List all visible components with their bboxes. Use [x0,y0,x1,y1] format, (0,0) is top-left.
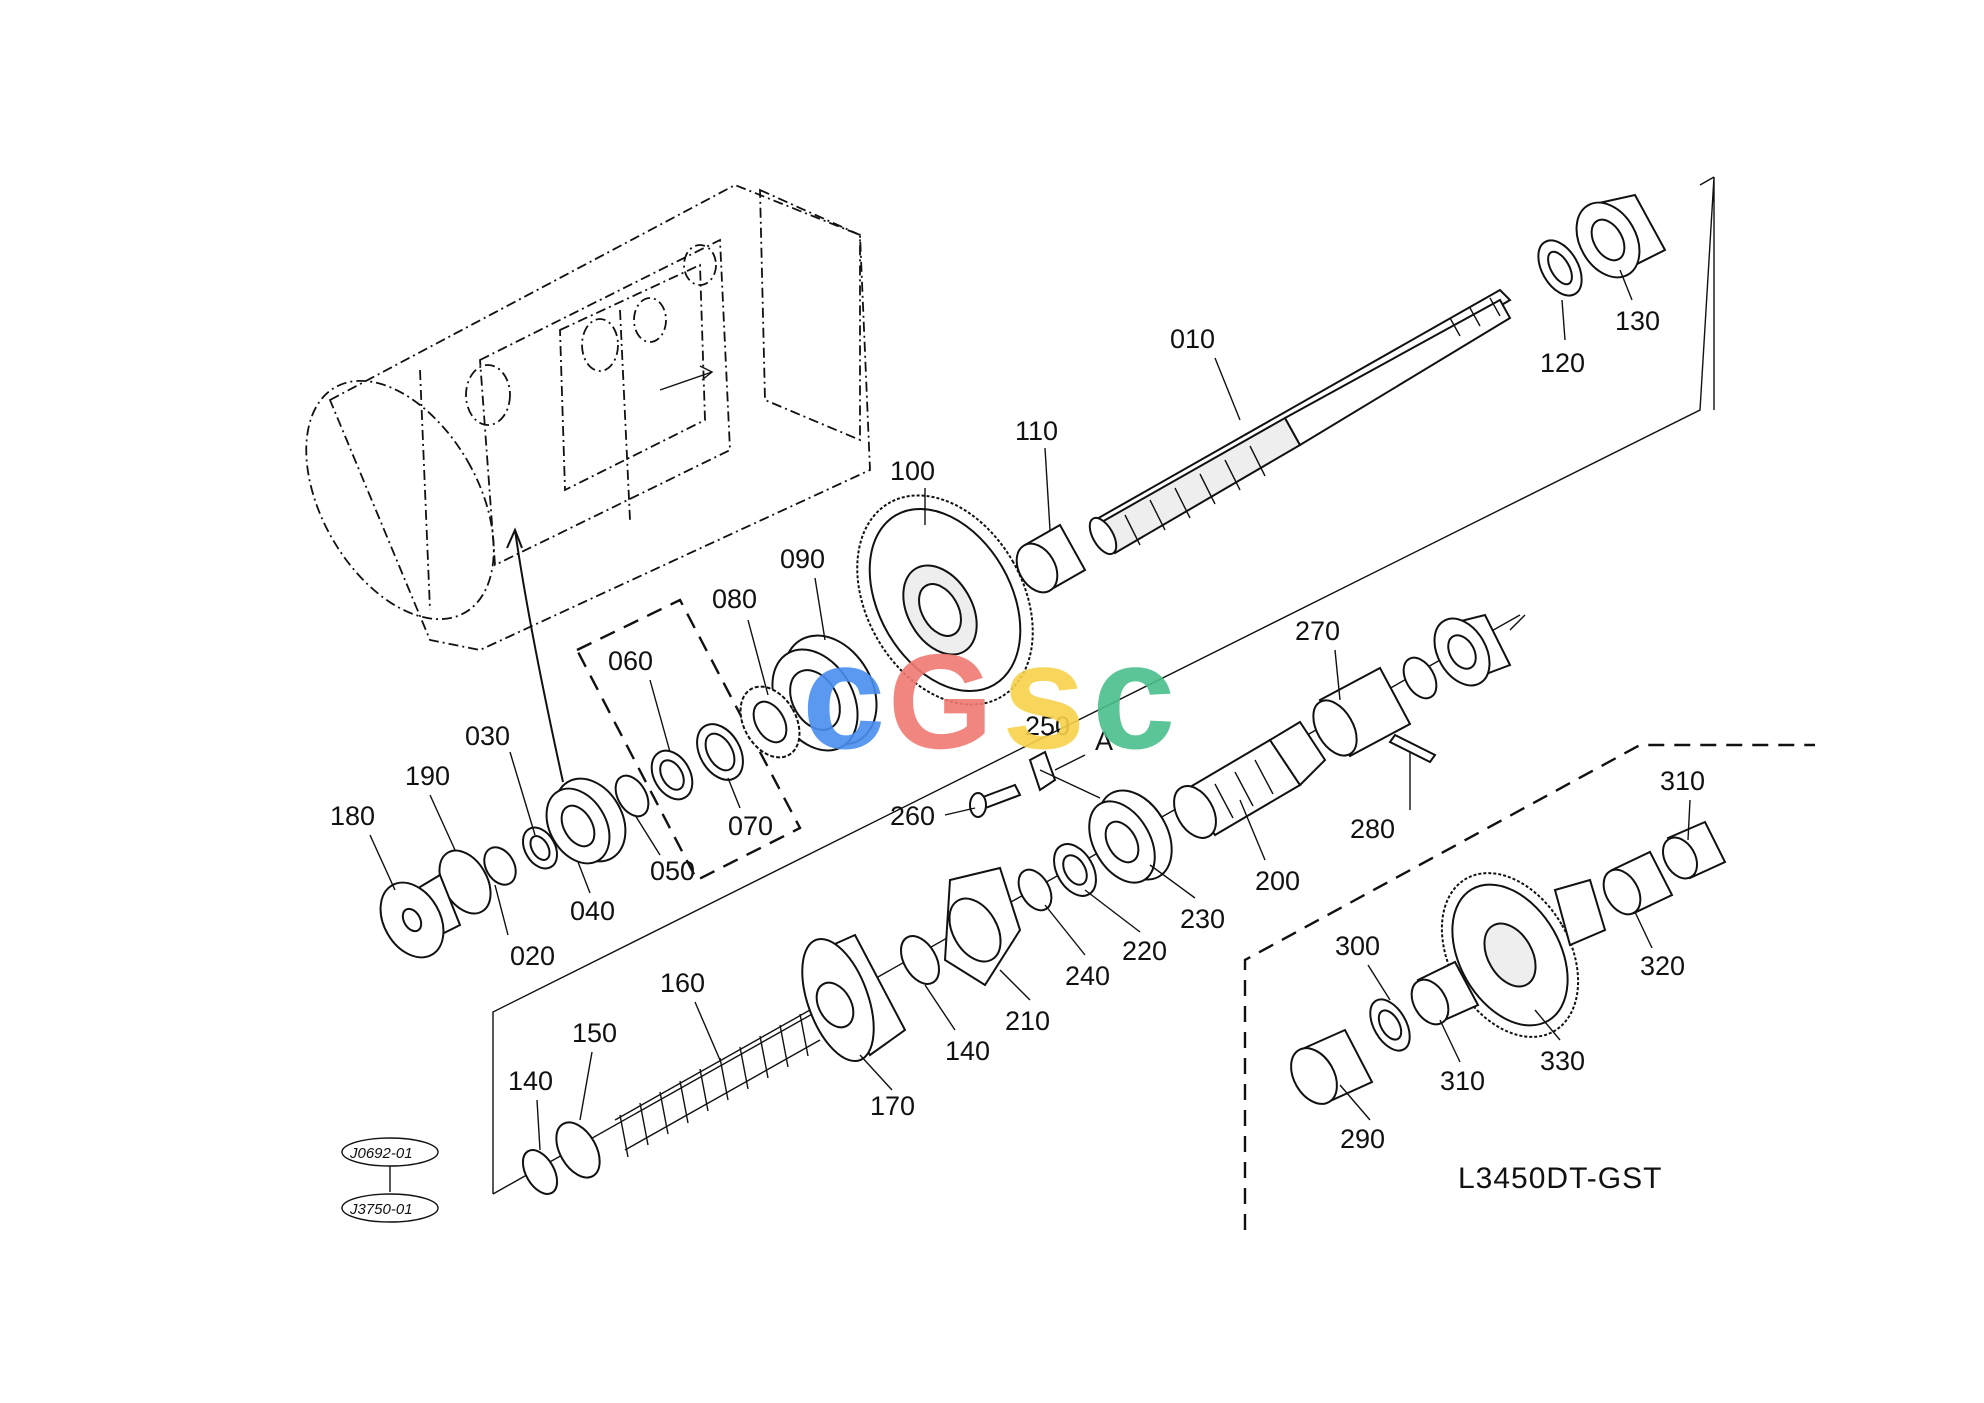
label-280: 280 [1350,814,1395,844]
washer-upper-right [1402,656,1438,700]
watermark-letter-2: G [888,626,993,777]
label-140-lower: 140 [508,1066,553,1096]
spring-160 [614,1009,821,1158]
label-240: 240 [1065,961,1110,991]
label-070: 070 [728,811,773,841]
bearing-upper-right [1433,613,1512,687]
watermark-logo: c G s c [802,612,1175,780]
label-330: 330 [1540,1046,1585,1076]
label-230: 230 [1180,904,1225,934]
label-040: 040 [570,896,615,926]
bolt-260 [969,783,1022,818]
label-320: 320 [1640,951,1685,981]
label-120: 120 [1540,348,1585,378]
label-180: 180 [330,801,375,831]
label-200: 200 [1255,866,1300,896]
label-130: 130 [1615,306,1660,336]
label-080: 080 [712,584,757,614]
watermark-letter-3: s [1002,612,1085,780]
label-020: 020 [510,941,555,971]
snap-ring-050 [614,774,650,818]
label-060: 060 [608,646,653,676]
label-220: 220 [1122,936,1167,966]
label-210: 210 [1005,1006,1050,1036]
group-box-050-070 [575,598,802,882]
snap-ring-140-middle [900,935,940,985]
label-270: 270 [1295,616,1340,646]
label-160: 160 [660,968,705,998]
label-260: 260 [890,801,935,831]
label-010: 010 [1170,324,1215,354]
label-110: 110 [1015,416,1058,446]
shaft-010 [1088,288,1512,556]
label-170: 170 [870,1091,915,1121]
label-310-upper: 310 [1660,766,1705,796]
label-290: 290 [1340,1124,1385,1154]
bearing-040 [545,777,627,865]
part-labels: 010 020 030 040 050 060 070 080 090 100 … [330,269,1705,1154]
hub-170 [801,933,907,1063]
snap-ring-140-lower [521,1149,559,1195]
label-150: 150 [572,1018,617,1048]
snap-ring-240 [1017,868,1053,912]
model-number: L3450DT-GST [1458,1162,1662,1195]
watermark-letter-4: c [1092,612,1175,780]
label-030: 030 [465,721,510,751]
label-090: 090 [780,544,825,574]
callout-letter-a: A [1095,726,1113,756]
label-300: 300 [1335,931,1380,961]
bearing-090 [771,634,878,752]
label-140-middle: 140 [945,1036,990,1066]
label-310-lower: 310 [1440,1066,1485,1096]
watermark-letter-1: c [802,612,885,780]
bushing-110 [1015,523,1087,594]
cap-180 [379,873,462,959]
pin-280 [1388,733,1437,764]
needle-bearing-310-lower [1410,960,1480,1026]
sleeve-320 [1602,850,1674,916]
transmission-housing [305,184,871,651]
snap-ring-020 [483,846,517,886]
housing-arrow [514,529,564,783]
reference-codes: J0692-01 J3750-01 [341,1137,439,1223]
label-050: 050 [650,856,695,886]
label-190: 190 [405,761,450,791]
washer-150 [555,1121,601,1179]
bearing-130 [1575,193,1667,279]
needle-bearing-310-upper [1661,820,1727,880]
gear-100 [856,494,1034,706]
shift-fork-210 [943,866,1022,987]
gear-330 [1440,872,1607,1038]
label-250: 250 [1025,711,1070,741]
reference-code-1: J0692-01 [349,1145,413,1162]
group-box-290-330 [1243,743,1815,1230]
label-100: 100 [890,456,935,486]
needle-bearing-080 [739,685,801,759]
sleeve-290 [1290,1028,1374,1105]
sleeve-270 [1312,666,1412,758]
bearing-230 [1088,789,1173,884]
shaft-200 [1173,720,1327,839]
reference-code-2: J3750-01 [349,1201,413,1218]
